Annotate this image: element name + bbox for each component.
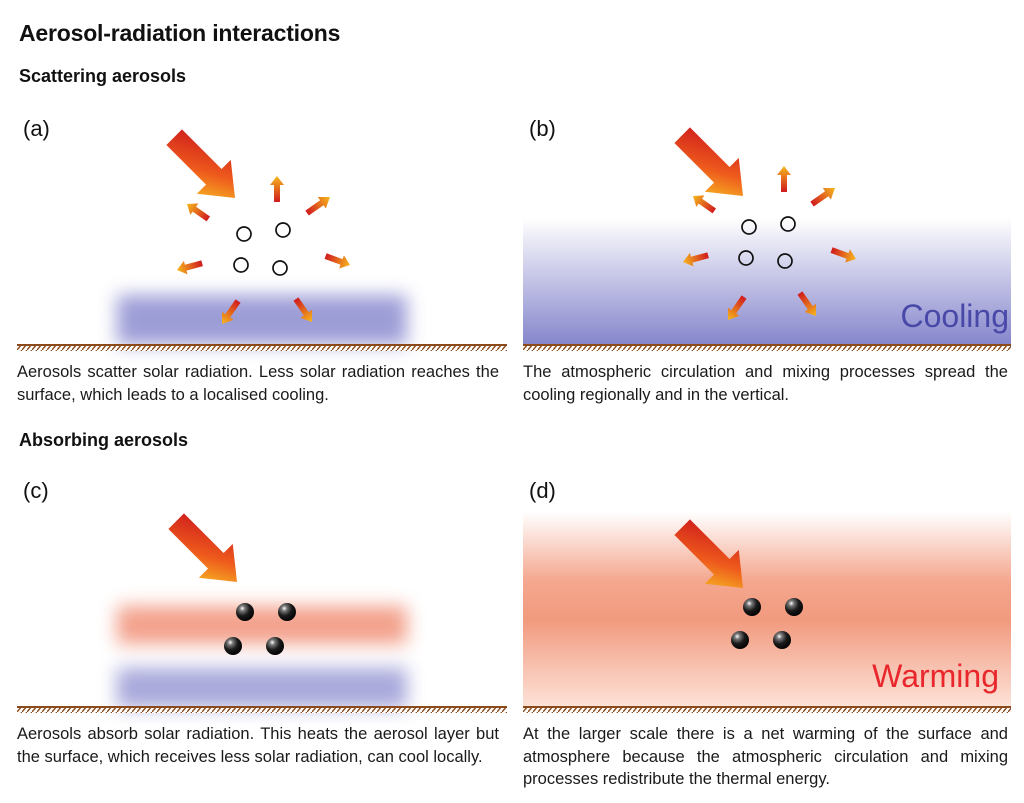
- panel-c-diagram: [17, 513, 507, 713]
- ground-hatch: [523, 346, 1011, 351]
- panel-d-label: (d): [529, 478, 556, 503]
- panel-b-caption: The atmospheric circulation and mixing p…: [523, 363, 1008, 404]
- ground-line: [523, 344, 1011, 347]
- ground-hatch: [523, 708, 1011, 713]
- warming-region: [523, 512, 1011, 707]
- panel-b-label: (b): [529, 116, 556, 141]
- panel-c: (c): [17, 472, 507, 713]
- panel-a-label: (a): [23, 116, 50, 141]
- ground-line: [17, 344, 507, 347]
- warm-aerosol-layer: [117, 606, 407, 644]
- panel-a: (a): [17, 110, 507, 351]
- panel-d-caption: At the larger scale there is a net warmi…: [523, 725, 1008, 788]
- panel-b: (b) Cooling: [523, 110, 1013, 351]
- scattered-arrows: [683, 166, 856, 320]
- solar-radiation-arrow: [674, 519, 743, 588]
- panel-b-diagram: [523, 127, 1011, 351]
- absorbing-aerosol-particles: [731, 598, 803, 649]
- cooling-layer: [117, 295, 407, 345]
- section-heading-absorbing: Absorbing aerosols: [19, 430, 189, 450]
- panel-d: (d) Warming: [523, 472, 1013, 713]
- ground-line: [17, 706, 507, 709]
- panel-a-diagram: [17, 129, 507, 351]
- panel-c-caption: Aerosols absorb solar radiation. This he…: [17, 725, 499, 766]
- panel-c-label: (c): [23, 478, 49, 503]
- panel-d-diagram: [523, 512, 1011, 713]
- scattering-aerosol-particles: [233, 222, 291, 276]
- scattered-arrows: [177, 176, 350, 324]
- cooling-label: Cooling: [900, 298, 1009, 334]
- ground-hatch: [17, 346, 507, 351]
- solar-radiation-arrow: [166, 129, 235, 198]
- ground-hatch: [17, 708, 507, 713]
- scattering-aerosol-particles: [738, 216, 796, 269]
- solar-radiation-arrow: [674, 127, 743, 196]
- ground-line: [523, 706, 1011, 709]
- absorbing-aerosol-particles: [224, 603, 296, 655]
- page-title: Aerosol-radiation interactions: [19, 20, 341, 46]
- solar-radiation-arrow: [168, 513, 237, 582]
- section-heading-scattering: Scattering aerosols: [19, 66, 187, 86]
- panel-a-caption: Aerosols scatter solar radiation. Less s…: [17, 363, 499, 404]
- cooling-region: [523, 218, 1011, 345]
- warming-label: Warming: [872, 658, 999, 694]
- cooling-layer: [117, 668, 407, 708]
